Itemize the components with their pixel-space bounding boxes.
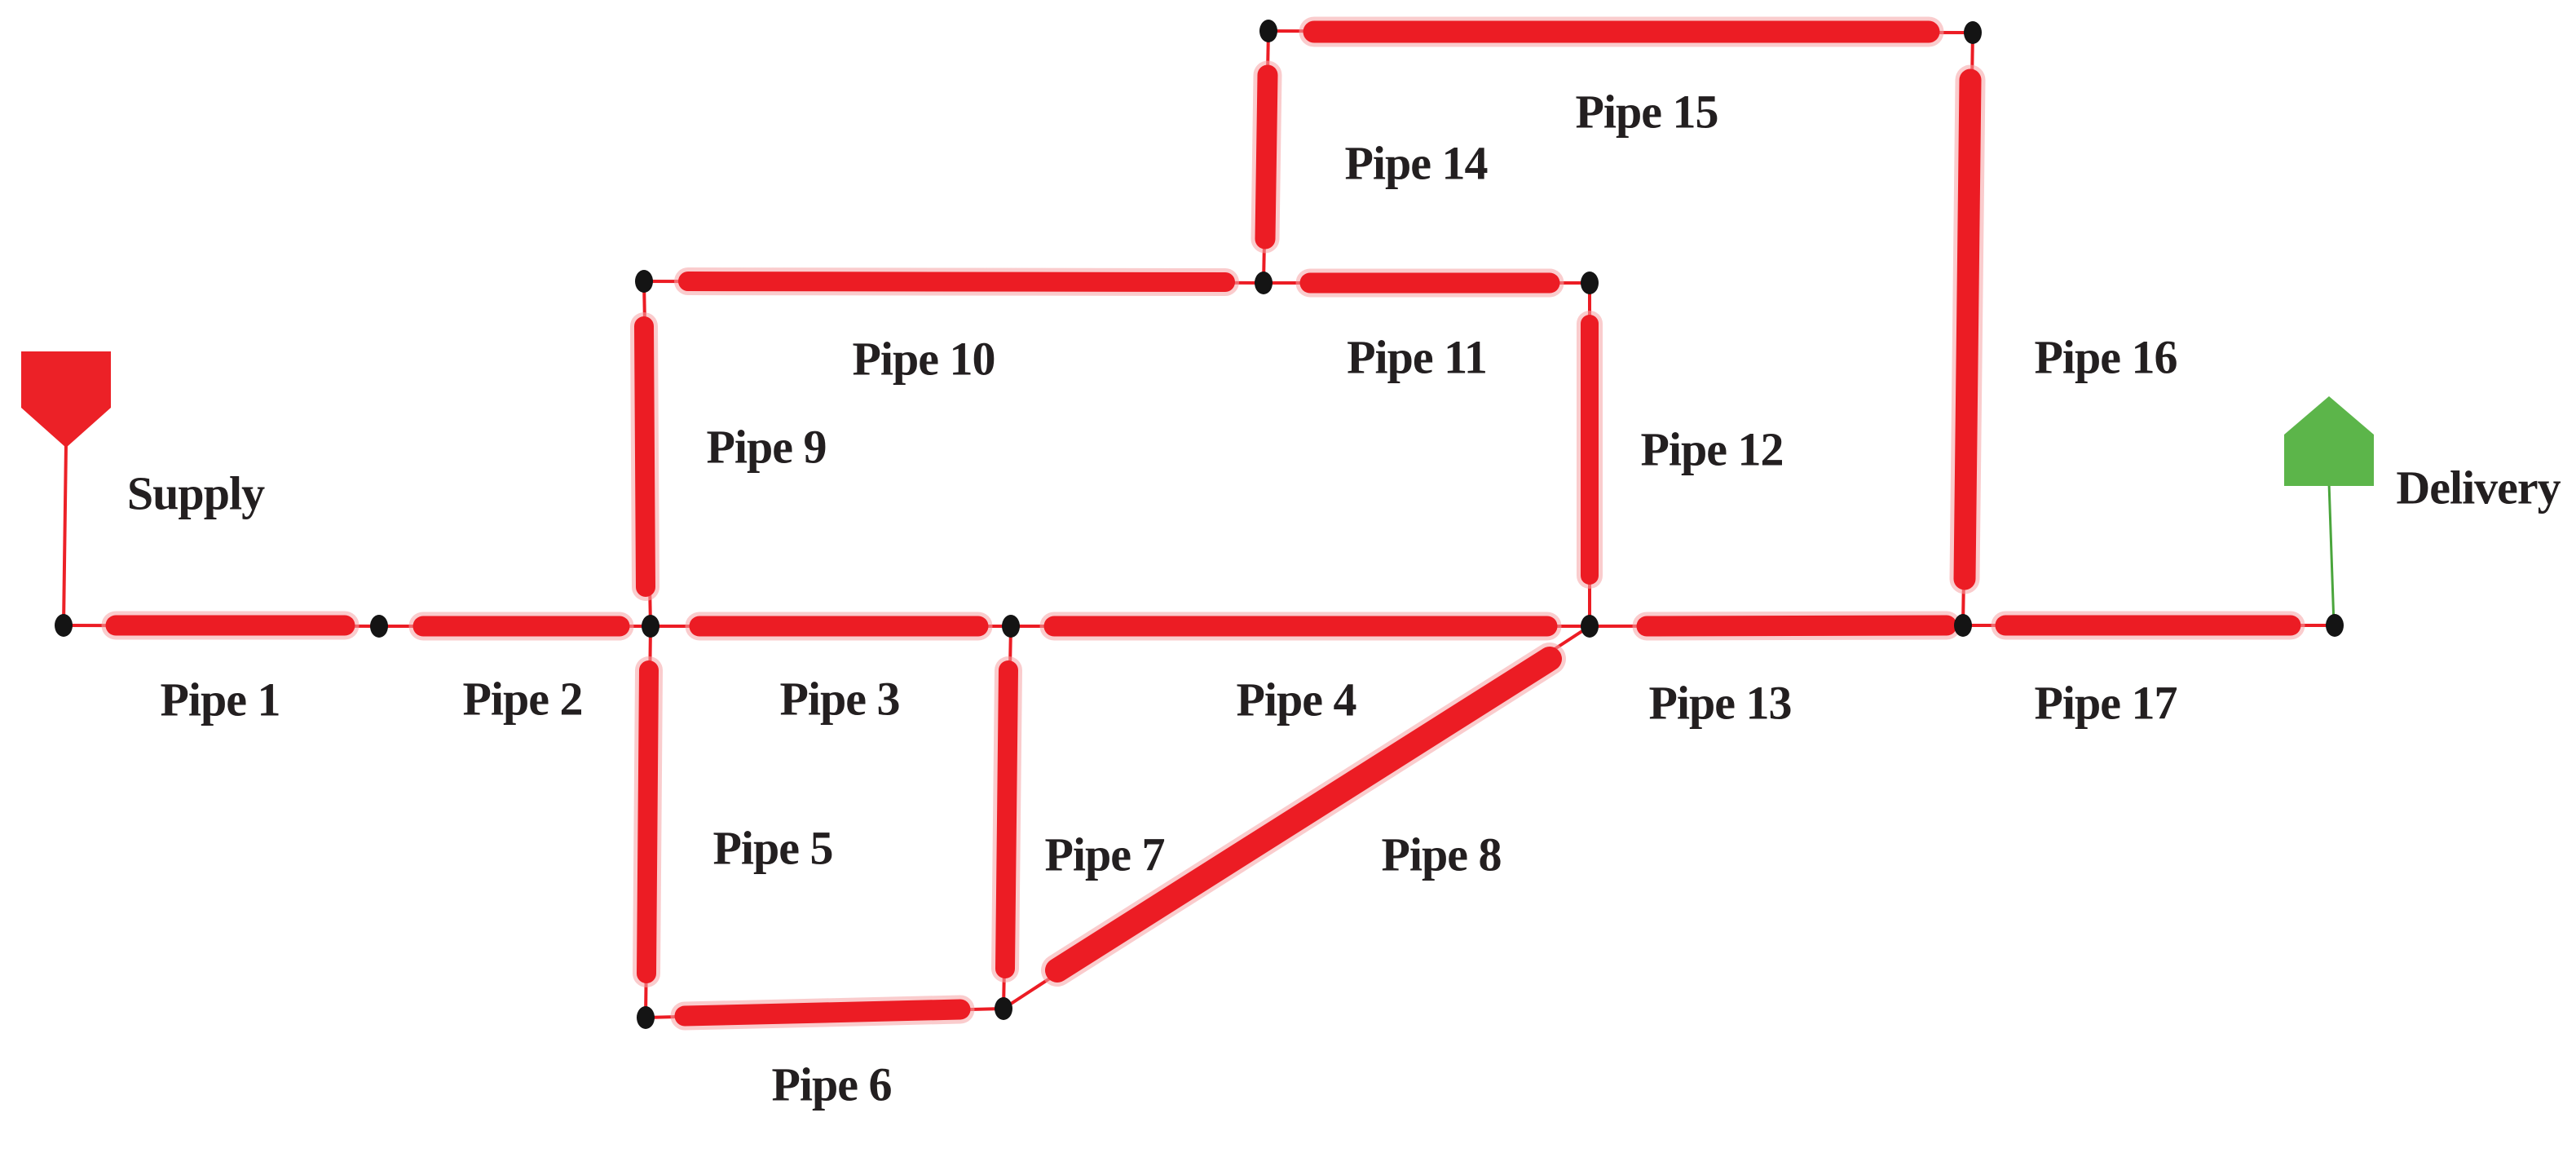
node-7 <box>1581 272 1599 294</box>
pipe-6-bar <box>674 999 971 1027</box>
pipe-14-bar <box>1255 64 1278 250</box>
node-11 <box>637 1006 655 1029</box>
pipe-13-bar <box>1636 615 1957 637</box>
pipe-16-bar <box>1953 68 1982 590</box>
pipe-5-bar <box>637 660 659 983</box>
node-10 <box>2326 614 2344 637</box>
pipe-8-bar <box>1045 647 1562 983</box>
delivery-marker-icon <box>2284 396 2374 486</box>
node-8 <box>1581 615 1599 638</box>
delivery-stem-line <box>2327 482 2336 626</box>
pipe-9-bar <box>634 316 655 597</box>
node-12 <box>995 997 1012 1020</box>
pipe-7-bar <box>995 660 1018 978</box>
supply-stem-line <box>62 444 68 626</box>
pipe-10-bar <box>678 272 1235 292</box>
node-6 <box>1255 272 1273 294</box>
node-13 <box>1259 20 1277 42</box>
node-2 <box>370 615 388 638</box>
node-14 <box>1964 21 1982 44</box>
node-4 <box>1002 615 1020 638</box>
node-5 <box>635 270 653 293</box>
supply-marker-icon <box>21 351 111 448</box>
node-1 <box>55 614 73 637</box>
node-9 <box>1954 614 1972 637</box>
node-3 <box>642 615 659 638</box>
